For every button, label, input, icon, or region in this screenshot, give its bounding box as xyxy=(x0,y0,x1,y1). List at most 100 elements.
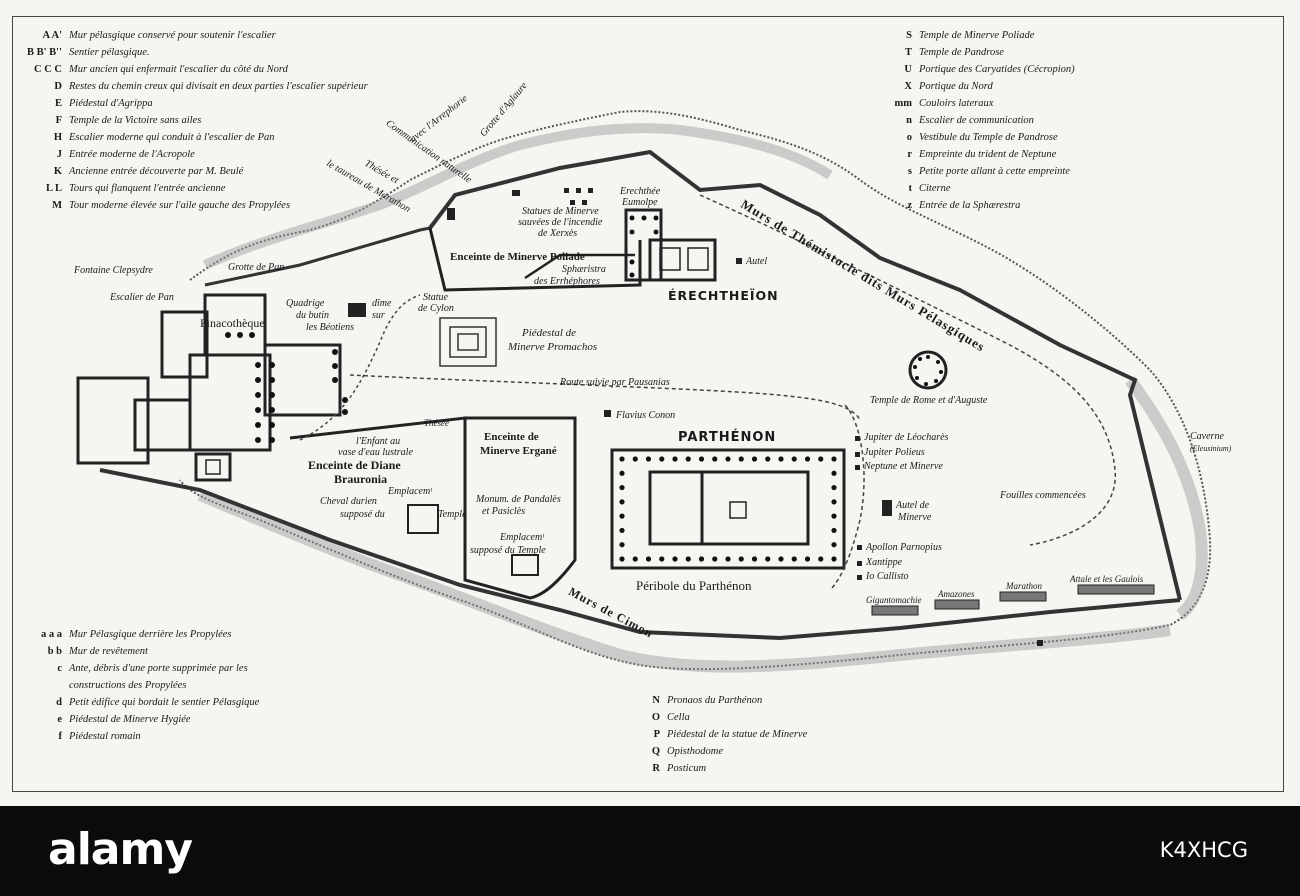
column-dot xyxy=(619,499,625,505)
north-wall-west xyxy=(204,226,431,287)
brand-logo: alamy xyxy=(48,824,193,875)
column-dot xyxy=(632,556,638,562)
column-dot xyxy=(751,456,758,462)
murs-cimon-wall xyxy=(99,468,1181,641)
column-dot xyxy=(619,513,625,519)
label-these-small: Thésée xyxy=(424,418,449,428)
propylaea-block xyxy=(76,293,342,465)
label-escalier-pan: Escalier de Pan xyxy=(110,292,174,303)
column-dot xyxy=(619,470,625,476)
column-dot xyxy=(645,556,652,562)
label-route-pausanias: Route suivie par Pausanias xyxy=(560,377,670,388)
column-dot xyxy=(831,484,837,491)
label-statue-cylon-1: Statue xyxy=(423,292,448,303)
label-grotte-pan: Grotte de Pan xyxy=(228,262,285,273)
label-statue-cylon-2: de Cylon xyxy=(418,303,454,314)
column-dot xyxy=(659,556,665,562)
column-dot xyxy=(818,556,824,562)
attalid-bases xyxy=(871,584,1155,616)
column-dot xyxy=(765,556,771,562)
label-xantippe: Xantippe xyxy=(866,557,903,568)
column-dot xyxy=(818,456,824,462)
footer-bar: alamy K4XHCG xyxy=(0,806,1300,896)
column-dot xyxy=(712,556,718,562)
label-caverne-1: Caverne xyxy=(1190,431,1224,442)
image-id: K4XHCG xyxy=(1159,838,1248,862)
label-enceinte-ergane-2: Minerve Ergané xyxy=(480,445,557,457)
label-cheval-1: Cheval durien xyxy=(320,496,377,507)
label-temple-2: Temple xyxy=(438,509,467,520)
column-dot xyxy=(672,556,678,562)
label-enfant-2: vase d'eau lustrale xyxy=(338,447,413,458)
label-temple-rome: Temple de Rome et d'Auguste xyxy=(870,395,988,406)
label-monum-2: et Pasiclès xyxy=(482,506,526,517)
column-dot xyxy=(765,456,771,462)
label-flavius: Flavius Conon xyxy=(616,410,676,421)
column-dot xyxy=(778,456,784,462)
column-dot xyxy=(778,556,784,562)
label-parthenon: PARTHÉNON xyxy=(678,430,777,445)
column-dot xyxy=(672,456,678,462)
label-emplacem-temple: Emplacemᵗ xyxy=(500,532,544,543)
label-erechthee-1: Erechthée xyxy=(620,186,661,197)
label-pinacotheque: Pinacothèque xyxy=(200,316,265,330)
acropolis-plan xyxy=(76,110,1212,673)
label-jupiter-leochares: Jupiter de Léocharès xyxy=(864,432,949,443)
label-neptune-minerve: Neptune et Minerve xyxy=(864,461,943,472)
temple-rome-auguste xyxy=(908,350,948,390)
label-caverne-2: (Eleusinium) xyxy=(1190,444,1232,453)
label-statues-minerve-3: de Xerxès xyxy=(538,228,578,239)
column-dot xyxy=(619,542,625,548)
label-enfant-1: l'Enfant au xyxy=(356,436,401,447)
legend-row: constructions des Propylées xyxy=(69,680,187,691)
label-dime: dîme xyxy=(372,298,392,309)
map-sheet: A A'Mur pélasgique conservé pour souteni… xyxy=(12,16,1284,792)
parthenon-stylobate xyxy=(610,448,846,570)
column-dot xyxy=(685,456,691,462)
column-dot xyxy=(831,527,837,534)
label-statues-minerve-1: Statues de Minerve xyxy=(522,206,599,217)
label-beotiens: les Béotiens xyxy=(306,322,355,333)
promachos-pedestal xyxy=(439,317,497,367)
label-enceinte-diane-2: Brauronia xyxy=(334,472,388,486)
column-dot xyxy=(831,456,837,462)
label-attale: Attale et les Gaulois xyxy=(1070,574,1144,584)
hill-shade-north xyxy=(202,123,833,270)
column-dot xyxy=(698,556,705,562)
label-erechtheion: ÉRECHTHEÏON xyxy=(668,288,779,303)
column-dot xyxy=(791,556,797,562)
label-amazones: Amazones xyxy=(938,589,975,599)
label-sur: sur xyxy=(372,310,385,321)
label-fouilles: Fouilles commencées xyxy=(1000,490,1086,501)
column-dot xyxy=(738,556,744,562)
label-enceinte-diane-1: Enceinte de Diane xyxy=(308,458,401,472)
label-apollon: Apollon Parnopius xyxy=(866,542,942,553)
column-dot xyxy=(619,484,625,491)
label-sphaeristra-1: Sphæristra xyxy=(562,264,606,275)
label-autel-minerve-2: Minerve xyxy=(898,512,932,523)
enceinte-ergane xyxy=(463,416,577,600)
column-dot xyxy=(831,499,837,505)
column-dot xyxy=(619,527,625,534)
label-fontaine: Fontaine Clepsydre xyxy=(74,265,153,276)
label-marathon: Marathon xyxy=(1006,581,1042,591)
column-dot xyxy=(645,456,652,462)
